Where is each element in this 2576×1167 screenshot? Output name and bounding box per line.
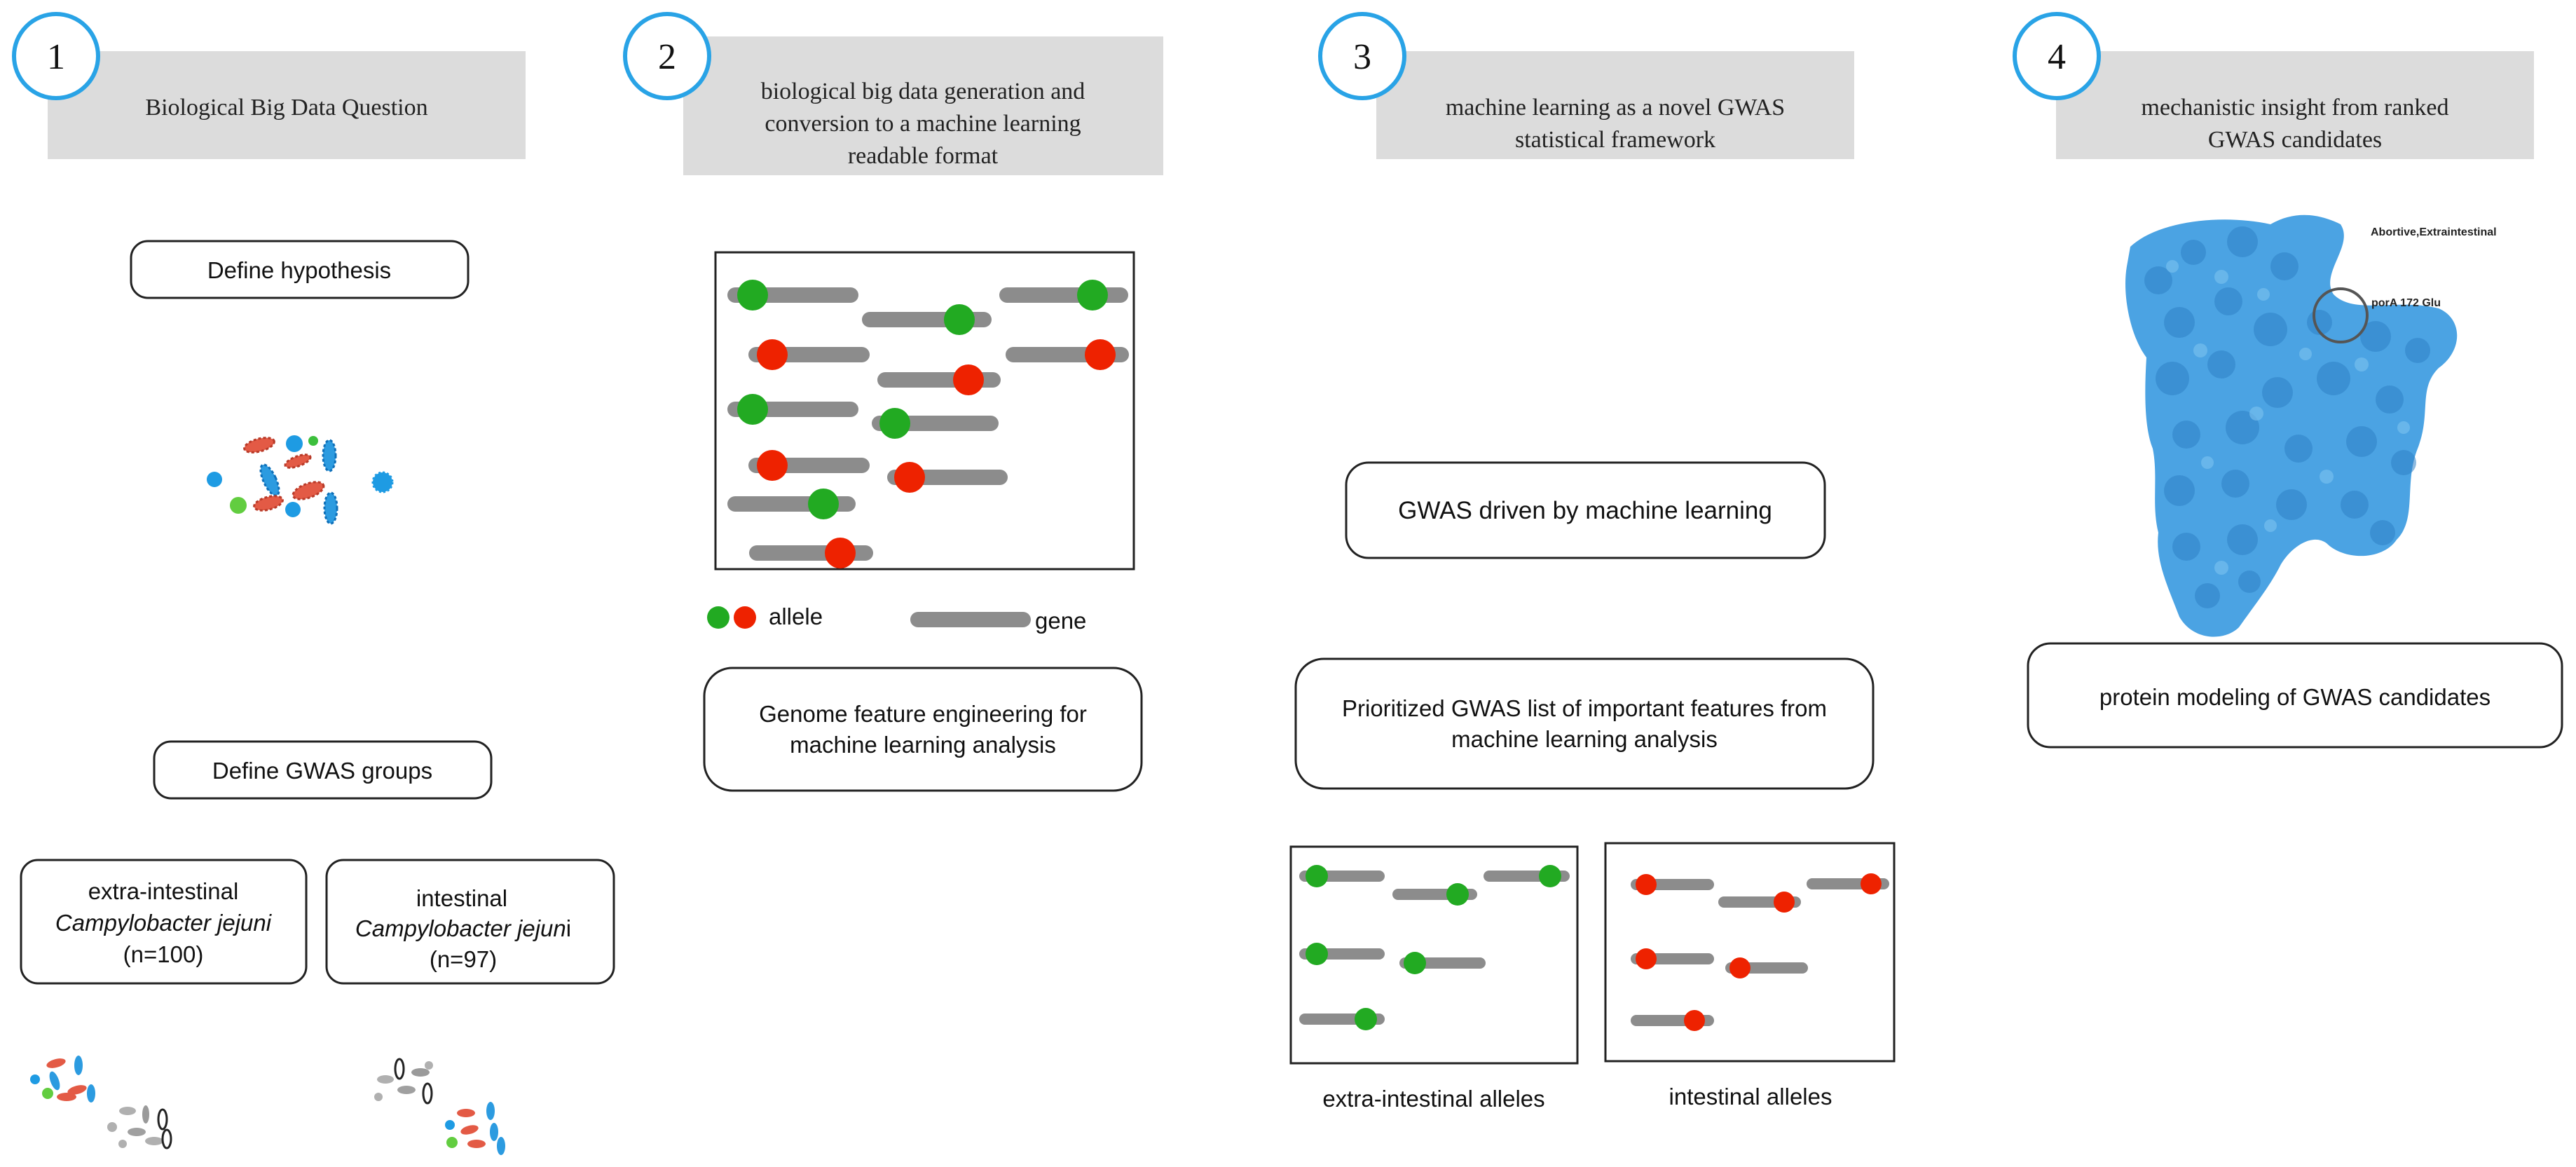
header-text-line-2: statistical framework bbox=[1515, 127, 1715, 153]
allele-red bbox=[894, 462, 925, 493]
protein-phenotype-label: Abortive,Extraintestinal bbox=[2371, 226, 2497, 238]
group-species-italic: Campylobacter jejun bbox=[355, 915, 566, 941]
allele-green bbox=[1306, 865, 1328, 887]
step-number: 4 bbox=[2048, 37, 2066, 77]
allele-red bbox=[1729, 957, 1751, 978]
define-gwas-groups-text: Define GWAS groups bbox=[212, 758, 432, 784]
gene-legend: gene bbox=[910, 608, 1086, 634]
header-text-line-2: GWAS candidates bbox=[2208, 127, 2382, 153]
header-box bbox=[683, 36, 1163, 175]
group-species: Campylobacter jejuni bbox=[355, 915, 571, 941]
header-text-line-1: machine learning as a novel GWAS bbox=[1446, 95, 1785, 121]
group-species-suffix: i bbox=[566, 915, 571, 941]
step-2-header: biological big data generation and conve… bbox=[623, 12, 1163, 175]
bacteria-mixed-icon-left bbox=[30, 1056, 172, 1149]
bacteria-mixed-icon-right bbox=[374, 1058, 505, 1155]
prioritized-line-1: Prioritized GWAS list of important featu… bbox=[1342, 695, 1827, 721]
allele-red bbox=[825, 538, 856, 568]
step-1-header: Biological Big Data Question 1 bbox=[12, 12, 526, 159]
protein-modeling-box: protein modeling of GWAS candidates bbox=[2027, 642, 2563, 749]
feature-engineering-box: Genome feature engineering for machine l… bbox=[703, 667, 1143, 792]
allele-legend: allele bbox=[707, 603, 823, 629]
step-number-circle bbox=[1318, 12, 1406, 100]
step-number-circle bbox=[2013, 12, 2101, 100]
allele-green bbox=[1539, 865, 1561, 887]
allele-red bbox=[1636, 948, 1657, 969]
allele-green bbox=[737, 394, 768, 425]
gwas-driven-box: GWAS driven by machine learning bbox=[1345, 461, 1826, 559]
intestinal-group-box: intestinal Campylobacter jejuni (n=97) bbox=[325, 859, 615, 985]
mutation-highlight-circle bbox=[2313, 287, 2369, 343]
header-box bbox=[2056, 51, 2534, 159]
group-species: Campylobacter jejuni bbox=[55, 910, 273, 936]
matrix-alleles bbox=[737, 280, 1116, 568]
legend-allele-red bbox=[734, 606, 756, 629]
allele-green bbox=[1077, 280, 1108, 310]
allele-red bbox=[757, 339, 788, 370]
legend-gene-label: gene bbox=[1035, 608, 1086, 634]
define-hypothesis-text: Define hypothesis bbox=[207, 257, 391, 283]
allele-green bbox=[1446, 883, 1469, 906]
allele-green bbox=[1404, 952, 1426, 974]
legend-allele-label: allele bbox=[769, 603, 823, 629]
bacteria-cluster-icon bbox=[207, 435, 394, 525]
header-text: Biological Big Data Question bbox=[145, 95, 427, 121]
extra-intestinal-group-box: extra-intestinal Campylobacter jejuni (n… bbox=[20, 859, 308, 985]
protein-modeling-text: protein modeling of GWAS candidates bbox=[2099, 684, 2491, 710]
prioritized-gwas-box: Prioritized GWAS list of important featu… bbox=[1294, 657, 1875, 790]
define-gwas-groups-box: Define GWAS groups bbox=[153, 740, 493, 800]
allele-red bbox=[953, 364, 984, 395]
group-count: (n=100) bbox=[123, 941, 204, 967]
header-box bbox=[48, 51, 526, 159]
legend-allele-green bbox=[707, 606, 729, 629]
header-text-line-3: readable format bbox=[848, 143, 999, 169]
feature-box-line-1: Genome feature engineering for bbox=[759, 701, 1087, 727]
step-4-header: mechanistic insight from ranked GWAS can… bbox=[2013, 12, 2534, 159]
prioritized-line-2: machine learning analysis bbox=[1451, 726, 1718, 752]
step-number: 2 bbox=[658, 37, 676, 77]
mutation-label: porA 172 Glu bbox=[2371, 297, 2441, 309]
extra-intestinal-alleles-label: extra-intestinal alleles bbox=[1322, 1086, 1544, 1112]
group-count: (n=97) bbox=[430, 946, 497, 972]
allele-green bbox=[944, 304, 975, 335]
allele-red bbox=[1684, 1010, 1705, 1031]
header-box bbox=[1376, 51, 1854, 159]
step-number: 3 bbox=[1353, 37, 1371, 77]
allele-red bbox=[1861, 873, 1882, 894]
header-text-line-1: mechanistic insight from ranked bbox=[2141, 95, 2448, 121]
allele-green bbox=[1355, 1008, 1377, 1030]
feature-box-line-2: machine learning analysis bbox=[790, 732, 1056, 758]
step-3-header: machine learning as a novel GWAS statist… bbox=[1318, 12, 1854, 159]
step-number: 1 bbox=[47, 37, 65, 77]
intestinal-alleles-label: intestinal alleles bbox=[1669, 1084, 1832, 1110]
group-line-1: intestinal bbox=[416, 885, 507, 911]
allele-green bbox=[879, 408, 910, 439]
protein-structure-image: Abortive,Extraintestinal porA 172 Glu bbox=[2125, 214, 2497, 637]
step-number-circle bbox=[12, 12, 100, 100]
allele-gene-matrix bbox=[714, 251, 1135, 571]
allele-green bbox=[808, 489, 839, 519]
extra-intestinal-alleles-matrix bbox=[1289, 845, 1579, 1065]
group-line-1: extra-intestinal bbox=[88, 878, 239, 904]
allele-red bbox=[1774, 892, 1795, 913]
allele-red bbox=[1085, 339, 1116, 370]
header-text-line-2: conversion to a machine learning bbox=[765, 111, 1081, 137]
intestinal-alleles-matrix bbox=[1604, 842, 1896, 1063]
allele-red bbox=[1636, 874, 1657, 895]
allele-red bbox=[757, 450, 788, 481]
define-hypothesis-box: Define hypothesis bbox=[130, 240, 470, 299]
allele-green bbox=[737, 280, 768, 310]
step-number-circle bbox=[623, 12, 711, 100]
gwas-driven-text: GWAS driven by machine learning bbox=[1398, 497, 1772, 524]
header-text-line-1: biological big data generation and bbox=[761, 79, 1085, 104]
allele-green bbox=[1306, 943, 1328, 965]
